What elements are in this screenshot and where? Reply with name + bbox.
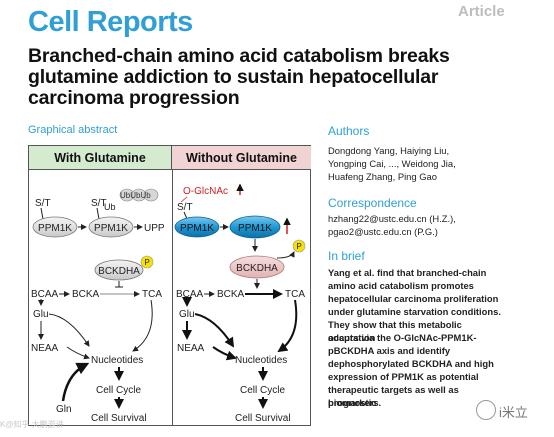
in-brief-line-8: dephosphorylated BCKDHA and high xyxy=(328,358,494,369)
left-phospho-label: P xyxy=(144,258,149,267)
watermark-left: K@知乎 大鹏游讲 xyxy=(0,420,64,429)
left-curve-glu-nucleotides xyxy=(48,313,90,347)
right-bcka-label: BCKA xyxy=(217,289,245,300)
in-brief-line-4: under glutamine starvation conditions. xyxy=(328,306,501,317)
left-panel-title: With Glutamine xyxy=(54,151,146,165)
left-bckdha-label: BCKDHA xyxy=(98,266,140,277)
right-phospho-badge xyxy=(292,239,306,253)
right-ppm1k-b-label: PPM1K xyxy=(238,223,272,234)
watermark-logo-icon xyxy=(476,400,496,420)
right-curve-neaa-nucleotides xyxy=(212,346,237,361)
left-ppm1k-a-node xyxy=(32,216,78,238)
right-phospho-label: P xyxy=(296,242,301,251)
authors-line-2: Yongping Cai, ..., Weidong Jia, xyxy=(328,158,456,169)
right-cell-cycle-label: Cell Cycle xyxy=(240,385,285,396)
right-ppm1k-a-label: PPM1K xyxy=(180,223,214,234)
right-tca-label: TCA xyxy=(285,289,305,300)
authors-heading: Authors xyxy=(328,124,370,138)
authors-line-1: Dongdong Yang, Haiying Liu, xyxy=(328,145,450,156)
right-curve-glu-nucleotides xyxy=(194,313,235,348)
right-oglcnac-link xyxy=(180,196,188,203)
left-ububub-label: UbUbUb xyxy=(120,191,151,200)
left-bcaa-label: BCAA xyxy=(31,289,59,300)
right-nucleotides-label: Nucleotides xyxy=(235,355,287,366)
watermark-right: i米立 xyxy=(499,405,528,420)
left-upp-label: UPP xyxy=(144,223,165,234)
right-bckdha-label: BCKDHA xyxy=(236,263,278,274)
left-panel-header: With Glutamine xyxy=(29,146,172,170)
left-st-label: S/T xyxy=(35,198,51,209)
right-phospho-release-arrow xyxy=(276,251,295,259)
left-cell-cycle-label: Cell Cycle xyxy=(96,385,141,396)
left-st-line xyxy=(40,207,44,220)
right-oglcnac-label: O-GlcNAc xyxy=(183,186,228,197)
correspondence-line-2[interactable]: pgao2@ustc.edu.cn (P.G.) xyxy=(328,226,438,237)
left-tca-label: TCA xyxy=(142,289,162,300)
left-ub-chain-3 xyxy=(143,188,159,202)
in-brief-line-7: pBCKDHA axis and identify xyxy=(328,345,451,356)
in-brief-line-6: occurs via the O-GlcNAc-PPM1K- xyxy=(328,332,477,343)
in-brief-line-9: expression of PPM1K as potential xyxy=(328,371,479,382)
left-curve-tca-nucleotides xyxy=(132,299,153,352)
left-curve-neaa-nucleotides xyxy=(66,346,90,360)
pathway-diagram: S/T S/T Ub UbUbUb PPM1K PPM1K UPP BCKDHA… xyxy=(31,183,306,424)
left-phospho-badge xyxy=(140,255,154,269)
graphical-abstract-figure: With Glutamine Without Glutamine xyxy=(28,145,311,426)
authors-line-3: Huafeng Zhang, Ping Gao xyxy=(328,171,437,182)
left-st-ub-line xyxy=(96,207,100,220)
left-neaa-label: NEAA xyxy=(31,343,59,354)
left-st-ub-label: S/T xyxy=(91,198,107,209)
right-bckdha-node xyxy=(229,255,285,279)
graphical-abstract-label: Graphical abstract xyxy=(28,124,118,136)
right-ppm1k-a-node xyxy=(174,216,220,238)
panel-divider xyxy=(172,170,173,426)
in-brief-heading: In brief xyxy=(328,249,365,263)
journal-logo: Cell Reports xyxy=(28,6,193,38)
right-curve-tca-nucleotides xyxy=(277,299,298,353)
right-bcaa-label: BCAA xyxy=(176,289,204,300)
correspondence-line-1[interactable]: hzhang22@ustc.edu.cn (H.Z.), xyxy=(328,213,456,224)
correspondence-heading: Correspondence xyxy=(328,196,417,210)
right-cell-survival-label: Cell Survival xyxy=(235,413,291,424)
left-bcka-label: BCKA xyxy=(72,289,100,300)
right-panel-title: Without Glutamine xyxy=(186,151,297,165)
in-brief-line-2: amino acid catabolism promotes xyxy=(328,280,474,291)
in-brief-line-3: hepatocellular carcinoma proliferation xyxy=(328,293,499,304)
left-ub-label: Ub xyxy=(104,202,116,212)
left-gln-label: Gln xyxy=(56,404,72,415)
article-title: Branched-chain amino acid catabolism bre… xyxy=(28,45,450,109)
left-cell-survival-label: Cell Survival xyxy=(91,413,147,424)
left-nucleotides-label: Nucleotides xyxy=(91,355,143,366)
article-type-label: Article xyxy=(458,3,505,20)
right-neaa-label: NEAA xyxy=(177,343,205,354)
left-ppm1k-b-label: PPM1K xyxy=(94,223,128,234)
left-bckdha-node xyxy=(94,259,144,281)
left-curve-gln-nucleotides xyxy=(61,362,90,402)
in-brief-line-10: therapeutic targets as well as prognosti… xyxy=(328,384,459,409)
in-brief-line-5: They show that this metabolic adaptation xyxy=(328,319,462,344)
in-brief-line-11: biomarkers. xyxy=(328,397,382,408)
in-brief-line-1: Yang et al. find that branched-chain xyxy=(328,267,487,278)
right-glu-label: Glu xyxy=(179,309,195,320)
right-st-label: S/T xyxy=(177,202,193,213)
left-ppm1k-a-label: PPM1K xyxy=(38,223,72,234)
left-ppm1k-b-node xyxy=(88,216,134,238)
right-ppm1k-b-node xyxy=(229,215,281,239)
left-glu-label: Glu xyxy=(33,309,49,320)
right-panel-header: Without Glutamine xyxy=(172,146,311,170)
